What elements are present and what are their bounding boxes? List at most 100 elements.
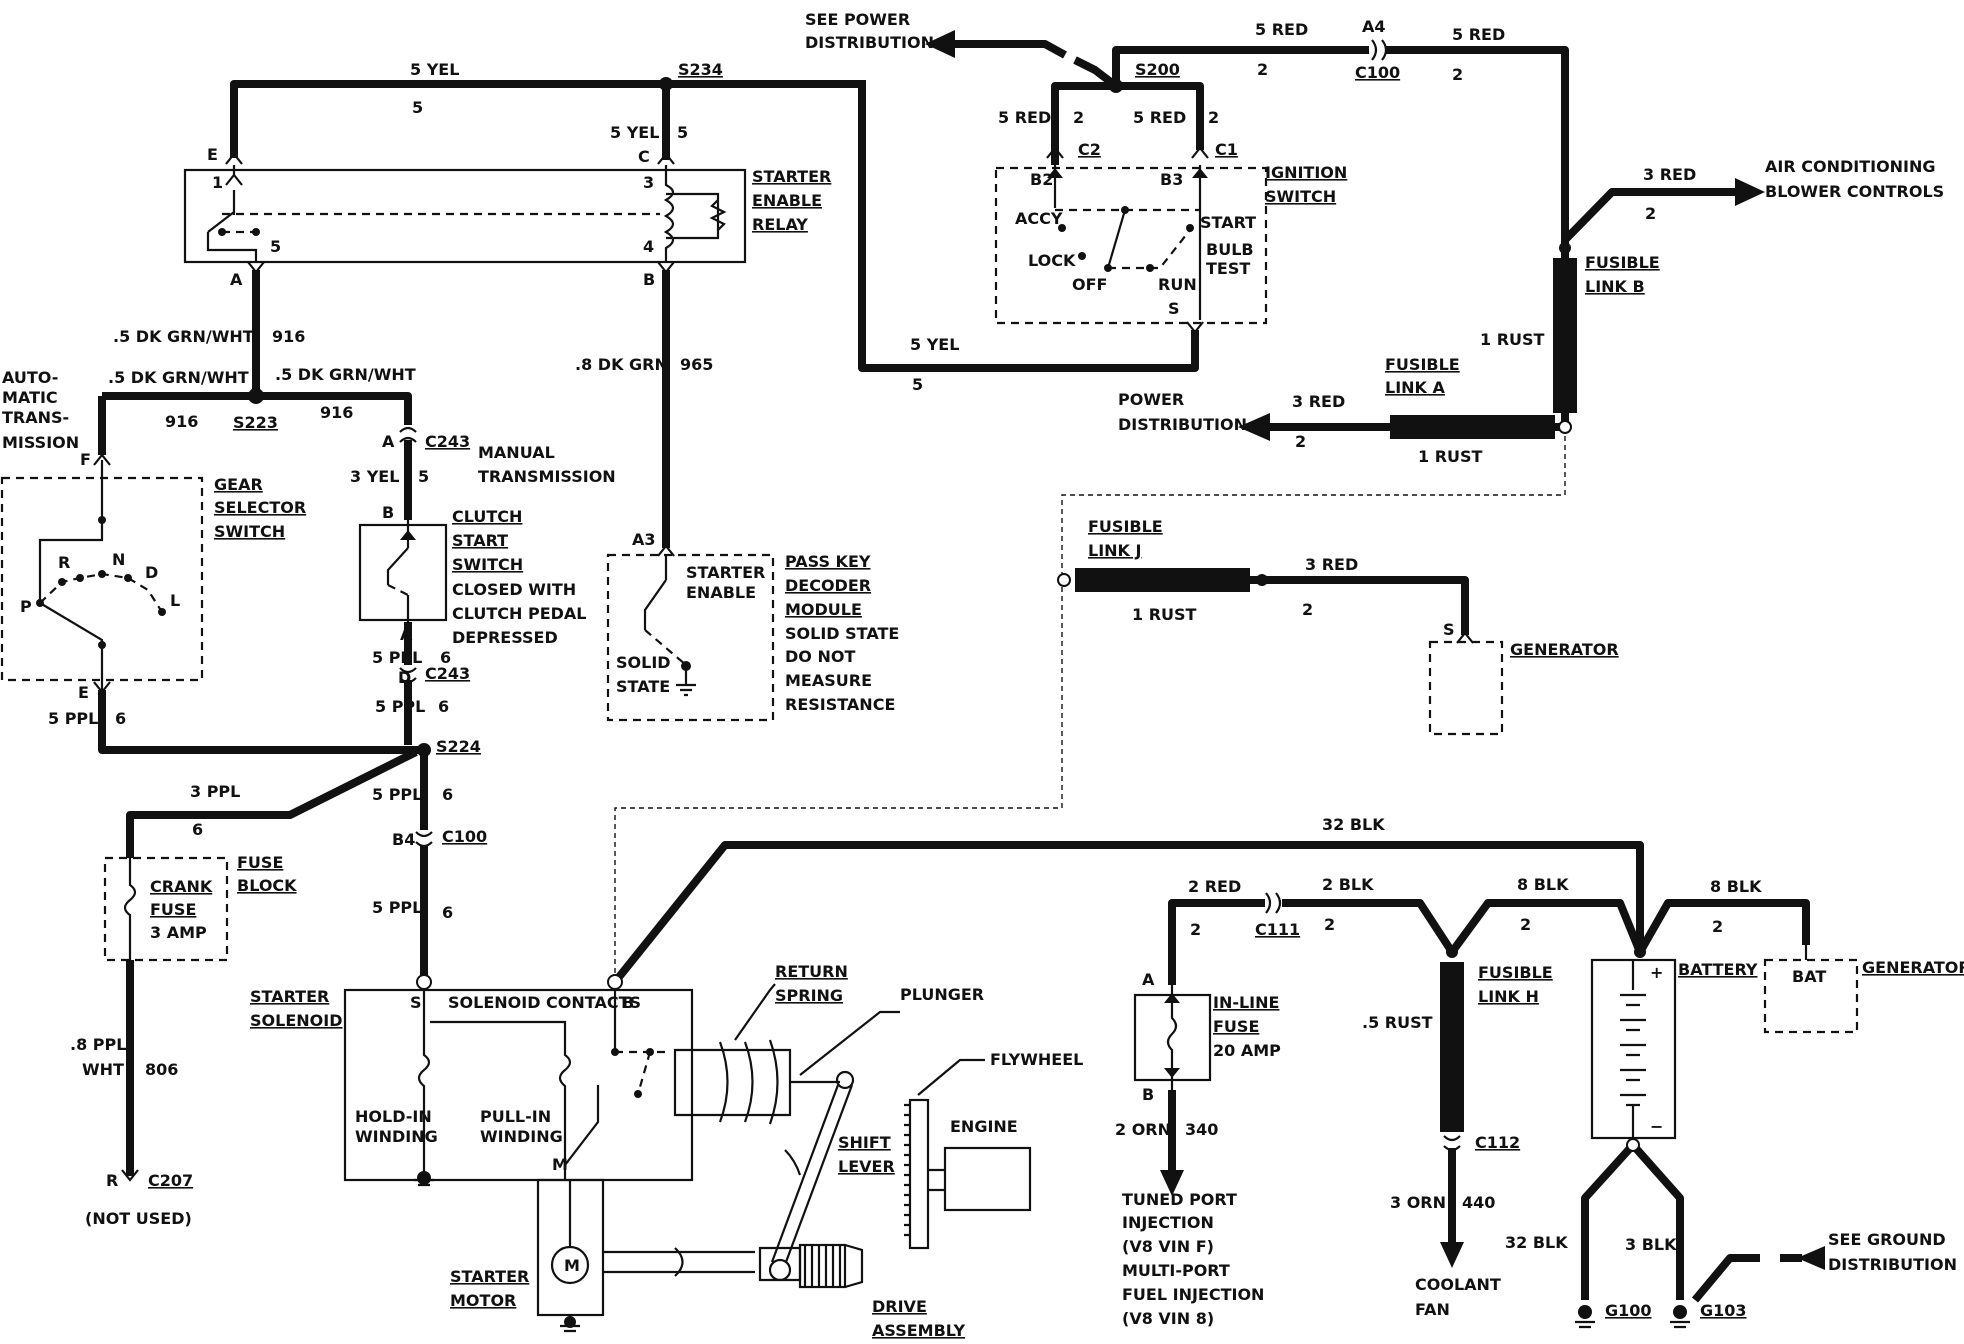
lbl-fusible-j-1: FUSIBLE (1088, 517, 1163, 536)
lbl-see-power-2: DISTRIBUTION (805, 33, 934, 52)
lbl-c100-top: C100 (1355, 63, 1400, 82)
lbl-5ppl-2: 5 PPL (375, 697, 425, 716)
lbl-5ppl-2-n: 6 (438, 697, 449, 716)
lbl-2blk-n: 2 (1324, 915, 1335, 934)
lbl-closed-1: CLOSED WITH (452, 580, 576, 599)
lbl-5red-mid: 5 RED (1133, 108, 1186, 127)
drive-clutch (758, 1246, 802, 1282)
lbl-8ppl-2: WHT (82, 1060, 124, 1079)
lbl-clutch-2: START (452, 531, 508, 550)
wire-5red-top-2 (1385, 46, 1569, 248)
connector-s-gen (1456, 631, 1474, 644)
lbl-5dkgrn-1: .5 DK GRN/WHT (113, 327, 254, 346)
connector-c111 (1265, 892, 1282, 914)
shift-lever-bottom (768, 1258, 792, 1282)
engine-shaft (928, 1168, 945, 1192)
clutch-arrow (400, 530, 416, 540)
gear-pos-l (158, 608, 166, 616)
lbl-pk-5: DO NOT (785, 647, 855, 666)
lbl-5ppl-4-n: 6 (442, 903, 453, 922)
arrow-power-distribution (1238, 413, 1270, 441)
lbl-5ppl-4: 5 PPL (372, 898, 422, 917)
lbl-pk-starter-1: STARTER (686, 563, 765, 582)
lbl-32blk-top: 32 BLK (1322, 815, 1385, 834)
lbl-solid-2: STATE (616, 677, 670, 696)
ground-g100-dot (1578, 1305, 1592, 1319)
sol-ground-dot (417, 1171, 431, 1185)
splice-s200 (1109, 79, 1123, 93)
wire-group (98, 46, 1810, 1303)
lbl-5red-mid-n: 2 (1208, 108, 1219, 127)
lbl-tuned-4: MULTI-PORT (1122, 1261, 1230, 1280)
lbl-5ppl-3-n: 6 (442, 785, 453, 804)
lbl-fusible-h-2: LINK H (1478, 987, 1539, 1006)
gear-pos-p (36, 599, 44, 607)
ground-g103-dot (1673, 1305, 1687, 1319)
generator-bot-box (1763, 958, 1859, 1034)
lbl-1rust-b: 1 RUST (1480, 330, 1545, 349)
lbl-see-power-1: SEE POWER (805, 10, 910, 29)
lbl-5red-top2-n: 2 (1452, 65, 1463, 84)
lbl-pin-c-relay: C (638, 147, 650, 166)
lbl-shift-2: LEVER (838, 1157, 895, 1176)
connector-c207 (121, 1169, 139, 1182)
lbl-1rust-j: 1 RUST (1132, 605, 1197, 624)
lbl-tuned-1: TUNED PORT (1122, 1190, 1237, 1209)
return-spring-leader (734, 983, 776, 1041)
wire-s200-c2 (1051, 82, 1116, 165)
lbl-2orn: 2 ORN (1115, 1120, 1171, 1139)
lbl-b4: B4 (392, 830, 415, 849)
lbl-return-2: SPRING (775, 986, 843, 1005)
lbl-manual-1: MANUAL (478, 443, 555, 462)
lbl-flywheel: FLYWHEEL (990, 1050, 1083, 1069)
lbl-relay-3: RELAY (752, 215, 808, 234)
lbl-ac-2: BLOWER CONTROLS (1765, 182, 1944, 201)
lbl-5red-top2: 5 RED (1452, 25, 1505, 44)
lbl-s223: S223 (233, 413, 278, 432)
connector-c243-a (399, 426, 417, 443)
lbl-gear-r: R (58, 553, 70, 572)
connector-c243-d (399, 667, 417, 684)
lbl-motor-1: STARTER (450, 1267, 529, 1286)
wire-2blk (1282, 899, 1810, 956)
connector-c100-top (1371, 39, 1388, 61)
lbl-gear-l: L (170, 591, 180, 610)
drive-shaft (603, 1250, 755, 1274)
lbl-2red: 2 RED (1188, 877, 1241, 896)
lbl-solenoid-1: STARTER (250, 987, 329, 1006)
lbl-bat: BAT (1792, 967, 1826, 986)
connector-relay-a (247, 261, 265, 274)
lbl-pk-7: RESISTANCE (785, 695, 895, 714)
wire-2red (1168, 899, 1265, 985)
lbl-fuse-block-2: BLOCK (237, 876, 297, 895)
lbl-pull-1: PULL-IN (480, 1107, 551, 1126)
connector-ignition-s (1186, 321, 1204, 334)
lbl-gear-n: N (112, 550, 125, 569)
plunger-body (673, 1048, 792, 1117)
wire-fusible-j-to-gen (1250, 576, 1469, 635)
lbl-3red-pd: 3 RED (1292, 392, 1345, 411)
lbl-plunger: PLUNGER (900, 985, 984, 1004)
lbl-3red-ac: 3 RED (1643, 165, 1696, 184)
lbl-32blk-l: 32 BLK (1505, 1233, 1568, 1252)
gear-pos-n1 (76, 574, 84, 582)
text-labels: SEE POWER DISTRIBUTION 5 YEL 5 S234 5 YE… (2, 10, 1964, 1340)
connector-relay-e (225, 152, 243, 165)
lbl-gear-2: SELECTOR (214, 498, 306, 517)
lbl-auto-4: MISSION (2, 433, 79, 452)
lbl-tuned-5: FUEL INJECTION (1122, 1285, 1264, 1304)
lbl-8ppl-1: .8 PPL/ (70, 1035, 132, 1054)
lbl-5red-top1: 5 RED (1255, 20, 1308, 39)
lbl-pin-a-c243: A (382, 432, 395, 451)
lbl-engine: ENGINE (950, 1117, 1018, 1136)
lbl-clutch-3: SWITCH (452, 555, 523, 574)
lbl-b2: B2 (1030, 170, 1053, 189)
lbl-1rust-a: 1 RUST (1418, 447, 1483, 466)
splice-link-h (1446, 946, 1458, 958)
ign-lock (1078, 252, 1086, 260)
fusible-link-h-body (1440, 962, 1464, 1132)
lbl-fusible-j-2: LINK J (1088, 541, 1141, 560)
lbl-fuse-block-1: FUSE (237, 853, 283, 872)
motor-ground-dot (564, 1316, 576, 1328)
return-spring (718, 1039, 779, 1125)
